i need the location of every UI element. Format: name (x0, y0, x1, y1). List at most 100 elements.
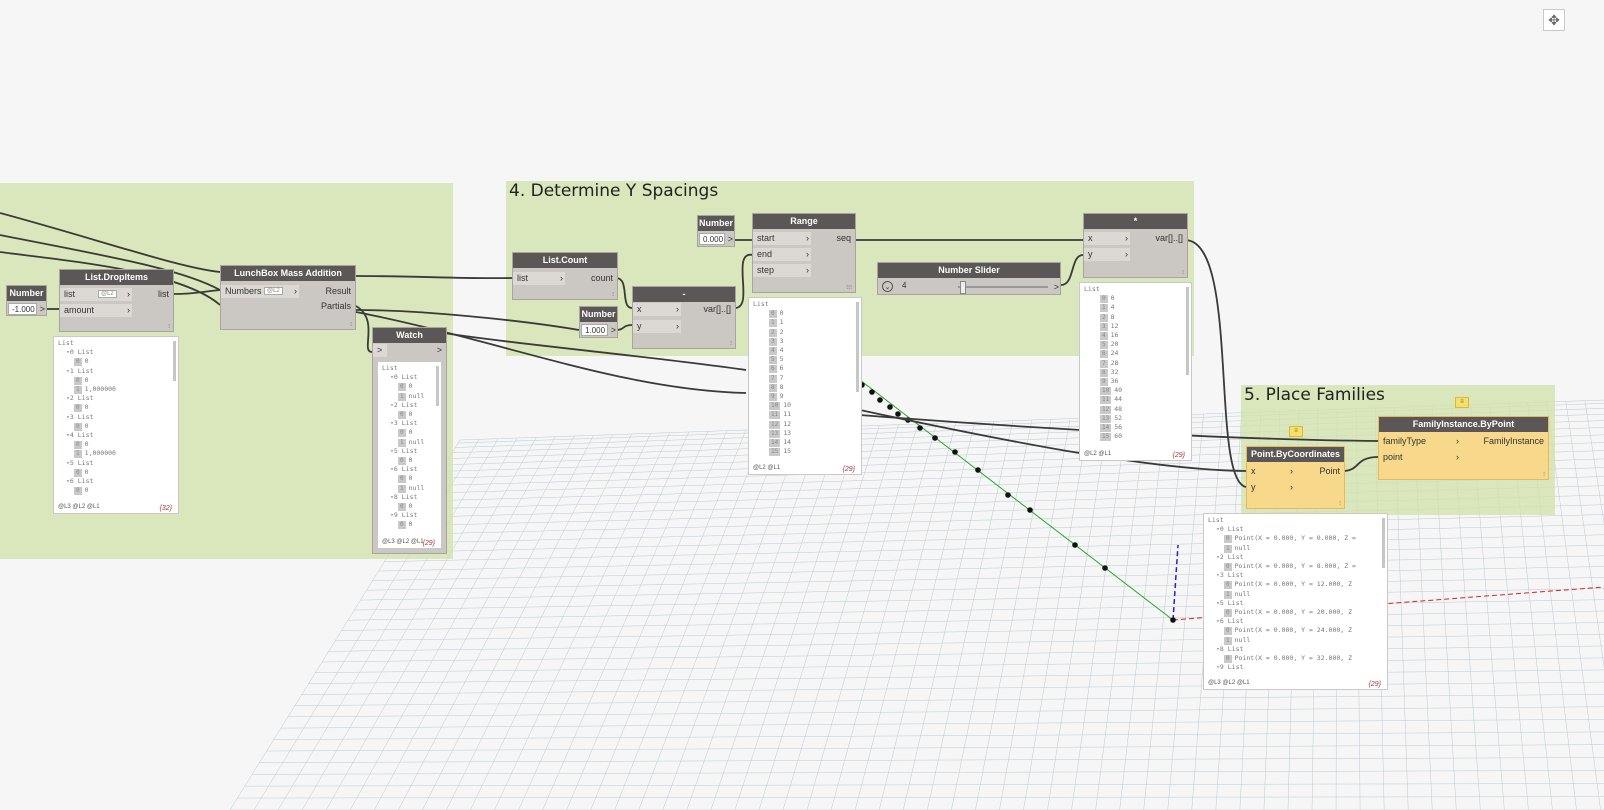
grid-line (854, 422, 956, 810)
input-port-point[interactable]: point› (1379, 451, 1461, 464)
number-value-field[interactable]: 0.000 (699, 233, 725, 245)
navigate-icon[interactable]: ✥ (1543, 9, 1565, 31)
output-port-result[interactable]: Result (325, 286, 351, 296)
input-port-list[interactable]: list› (513, 272, 565, 285)
grid-line (322, 645, 1604, 663)
output-port-list[interactable]: list (158, 289, 169, 299)
input-port-x[interactable]: x› (633, 303, 681, 316)
grid-line (1047, 417, 1109, 810)
group-title: 4. Determine Y Spacings (509, 181, 719, 201)
input-port-y[interactable]: y› (633, 320, 681, 333)
number-node[interactable]: Number 0.000 > (697, 215, 735, 247)
grid-line (446, 433, 632, 810)
lunchbox-mass-addition-node[interactable]: LunchBox Mass Addition Numbers› @L2 Resu… (220, 265, 356, 330)
node-title: Number (580, 307, 617, 322)
note-icon[interactable]: ≡ (1289, 426, 1303, 437)
input-port-start[interactable]: start› (753, 232, 811, 245)
preview-row: ▿2 List (390, 400, 418, 409)
preview-levels: @L3 @L2 @L1 (58, 504, 100, 510)
multiply-node[interactable]: * x› y› var[]..[] ⁝ (1083, 213, 1188, 278)
grid-line (384, 534, 1604, 562)
preview-scrollbar[interactable] (436, 366, 439, 406)
slider-track[interactable] (958, 286, 1048, 288)
lacing-badge[interactable]: @L2 (98, 290, 117, 298)
grid-line (341, 610, 1604, 631)
output-port[interactable]: > (1053, 282, 1059, 292)
node-footer-mark: ⁝ (1543, 472, 1545, 478)
slider-thumb[interactable] (960, 281, 966, 294)
input-port-y[interactable]: y› (1247, 481, 1295, 494)
preview-row: ▿9 List (390, 511, 418, 520)
input-port-x[interactable]: x› (1247, 465, 1295, 478)
preview-row: ▿0 List (66, 348, 94, 357)
port-label: start (757, 233, 775, 243)
port-label: point (1383, 452, 1403, 462)
input-port-list[interactable]: list› (60, 288, 132, 301)
number-node[interactable]: Number -1.000 > (6, 285, 47, 316)
range-node[interactable]: Range start› end› step› seq ⁝⁝⁝ (752, 213, 856, 293)
preview-row: ▿5 List (390, 446, 418, 455)
input-port-end[interactable]: end› (753, 248, 811, 261)
grid-line (951, 419, 1033, 810)
number-value-field[interactable]: -1.000 (8, 303, 37, 315)
number-slider-node[interactable]: Number Slider ⌄ 4 > (877, 262, 1061, 295)
point-marker (877, 397, 883, 403)
output-port-count[interactable]: count (590, 273, 613, 283)
preview-scrollbar[interactable] (1382, 518, 1385, 568)
output-port[interactable]: > (727, 234, 733, 244)
preview-row: ▿2 List (66, 394, 94, 403)
input-port-numbers[interactable]: Numbers› (221, 285, 299, 298)
lacing-badge[interactable]: @L2 (264, 287, 283, 295)
node-title: FamilyInstance.ByPoint (1379, 417, 1548, 432)
grid-line (518, 431, 690, 810)
list-count-node[interactable]: List.Count list› count ⁝ (512, 252, 618, 300)
familyinstance-bypoint-node[interactable]: FamilyInstance.ByPoint familyType› point… (1378, 416, 1549, 480)
chevron-down-icon[interactable]: ⌄ (882, 281, 893, 292)
list-dropitems-node[interactable]: List.DropItems list› @L2 amount› list ⁝ (59, 269, 174, 332)
output-port-point[interactable]: Point (1319, 466, 1340, 476)
preview-scrollbar[interactable] (856, 302, 859, 392)
grid-line (328, 633, 1604, 652)
input-port-familytype[interactable]: familyType› (1379, 435, 1461, 448)
input-port-amount[interactable]: amount› (60, 304, 132, 317)
number-node[interactable]: Number 1.000 > (579, 306, 618, 338)
preview-scrollbar[interactable] (1186, 287, 1189, 375)
output-port[interactable]: > (610, 325, 616, 335)
input-port-y[interactable]: y› (1084, 248, 1130, 261)
output-port[interactable]: > (39, 304, 45, 314)
output-port-var[interactable]: var[]..[] (703, 304, 731, 314)
preview-scrollbar[interactable] (173, 341, 176, 381)
number-value-field[interactable]: 1.000 (581, 324, 608, 336)
grid-line (354, 588, 1604, 611)
subtract-node[interactable]: - x› y› var[]..[] ⁝ (632, 286, 736, 349)
preview-row: ▿1 List (66, 366, 94, 375)
note-icon[interactable]: ≡ (1455, 397, 1469, 408)
output-port-var[interactable]: var[]..[] (1155, 233, 1183, 243)
input-port-step[interactable]: step› (753, 264, 811, 277)
preview-row: ▿0 List (390, 373, 418, 382)
output-port-familyinstance[interactable]: FamilyInstance (1483, 436, 1544, 446)
output-port-seq[interactable]: seq (836, 233, 851, 243)
output-port[interactable]: > (436, 345, 442, 355)
point-bycoordinates-node[interactable]: Point.ByCoordinates x› y› Point ⁝ (1246, 446, 1345, 509)
input-port-x[interactable]: x› (1084, 232, 1130, 245)
output-port-partials[interactable]: Partials (320, 301, 351, 311)
input-port[interactable]: > (373, 344, 387, 357)
